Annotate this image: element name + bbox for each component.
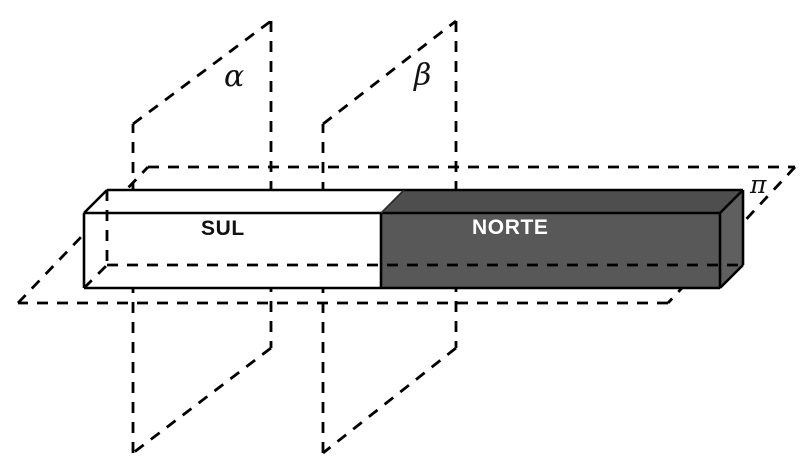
prism-segment-sul [84,190,404,288]
prism-left-top-slant [83,189,108,214]
plane-alpha-top-edge [132,19,272,126]
prism-segment-norte [381,190,743,288]
prism-right-bottom-slant [719,264,744,289]
plane-beta-label: β [414,58,432,93]
prism-solid-edges [82,188,745,290]
region-sul-label: SUL [201,217,245,240]
norte-top-face [381,190,743,213]
plane-beta-top-edge [322,19,457,126]
plane-pi-label: π [750,170,767,199]
region-norte-label: NORTE [472,216,549,239]
plane-alpha-label: α [224,59,245,94]
norte-front-face [381,213,720,288]
sul-front-face [84,213,381,288]
prism-right-top-slant [719,189,744,214]
norte-right-face [720,190,743,288]
plane-alpha-bottom-edge [132,346,272,455]
plane-beta-bottom-edge [322,346,457,455]
prism-divider-top-slant [380,189,405,214]
prism-hidden-bottom-left-slant [83,264,108,289]
sul-top-face [84,190,404,213]
plane-pi [16,165,797,305]
prism-hidden-edges [83,190,743,289]
